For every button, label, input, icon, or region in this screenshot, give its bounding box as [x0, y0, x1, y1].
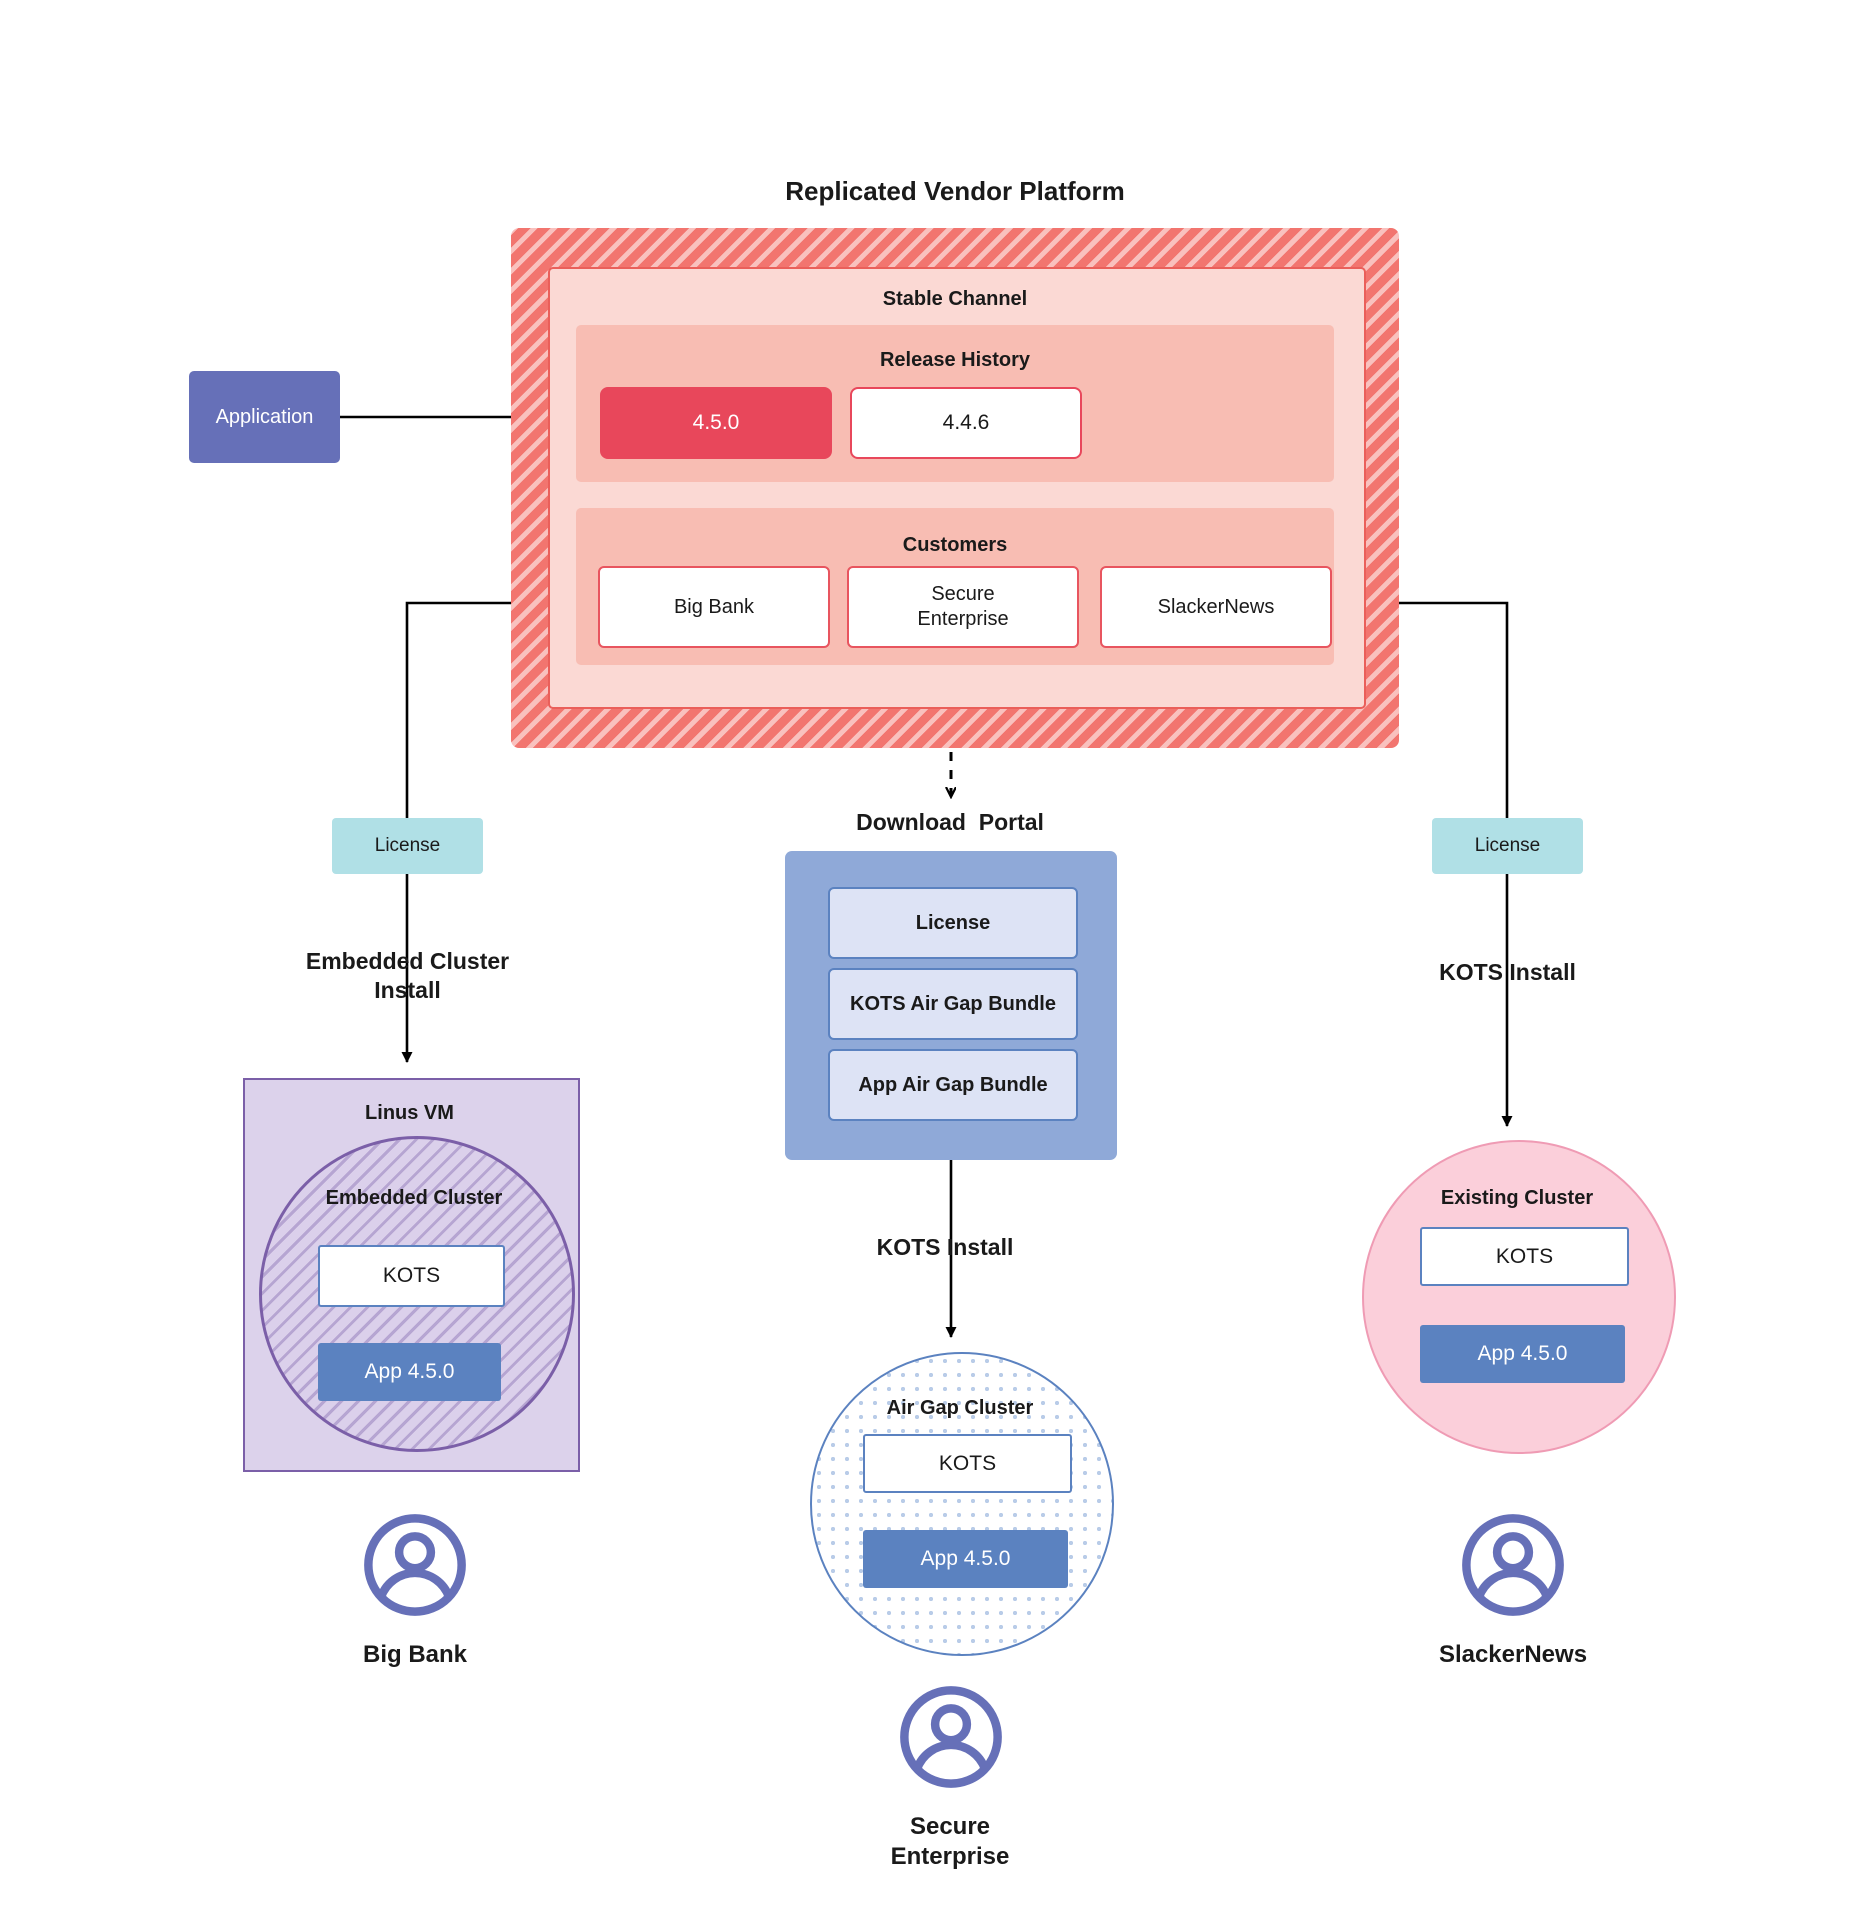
app-node-right[interactable]: App 4.5.0	[1420, 1325, 1625, 1383]
existing-cluster-container	[1362, 1140, 1676, 1454]
end-user-label-big-bank: Big Bank	[362, 1641, 467, 1668]
air-gap-cluster-label: Air Gap Cluster	[886, 1397, 1034, 1419]
install-label-embedded-cluster: Embedded Cluster Install	[305, 948, 510, 1003]
end-user-label-secure-enterprise: Secure Enterprise	[890, 1813, 1010, 1870]
portal-item-license[interactable]: License	[828, 887, 1078, 959]
user-avatar-icon	[900, 1686, 1002, 1788]
download-portal-label: Download Portal	[856, 809, 1044, 835]
release-chip-previous[interactable]: 4.4.6	[850, 387, 1082, 459]
portal-item-app-air-gap-bundle[interactable]: App Air Gap Bundle	[828, 1049, 1078, 1121]
application-node[interactable]: Application	[189, 371, 340, 463]
end-user-label-slackernews: SlackerNews	[1438, 1641, 1588, 1668]
install-label-kots-right: KOTS Install	[1439, 959, 1576, 985]
app-node-center[interactable]: App 4.5.0	[863, 1530, 1068, 1588]
customers-label: Customers	[902, 534, 1008, 556]
linux-vm-label: Linus VM	[365, 1102, 454, 1124]
portal-item-kots-air-gap-bundle[interactable]: KOTS Air Gap Bundle	[828, 968, 1078, 1040]
kots-node-right[interactable]: KOTS	[1420, 1227, 1629, 1286]
user-avatar-icon	[364, 1514, 466, 1616]
license-node-left[interactable]: License	[332, 818, 483, 874]
stable-channel-label: Stable Channel	[882, 288, 1028, 310]
release-history-label: Release History	[879, 349, 1031, 371]
install-label-kots-center: KOTS Install	[876, 1234, 1014, 1260]
existing-cluster-label: Existing Cluster	[1440, 1187, 1594, 1209]
embedded-cluster-label: Embedded Cluster	[325, 1187, 503, 1209]
app-node-left[interactable]: App 4.5.0	[318, 1343, 501, 1401]
customer-chip-slackernews[interactable]: SlackerNews	[1100, 566, 1332, 648]
page-title: Replicated Vendor Platform	[785, 176, 1125, 206]
license-node-right[interactable]: License	[1432, 818, 1583, 874]
kots-node-center[interactable]: KOTS	[863, 1434, 1072, 1493]
kots-node-left[interactable]: KOTS	[318, 1245, 505, 1307]
customer-chip-secure-enterprise[interactable]: Secure Enterprise	[847, 566, 1079, 648]
release-chip-current[interactable]: 4.5.0	[600, 387, 832, 459]
user-avatar-icon	[1462, 1514, 1564, 1616]
air-gap-cluster-container	[810, 1352, 1114, 1656]
customer-chip-big-bank[interactable]: Big Bank	[598, 566, 830, 648]
